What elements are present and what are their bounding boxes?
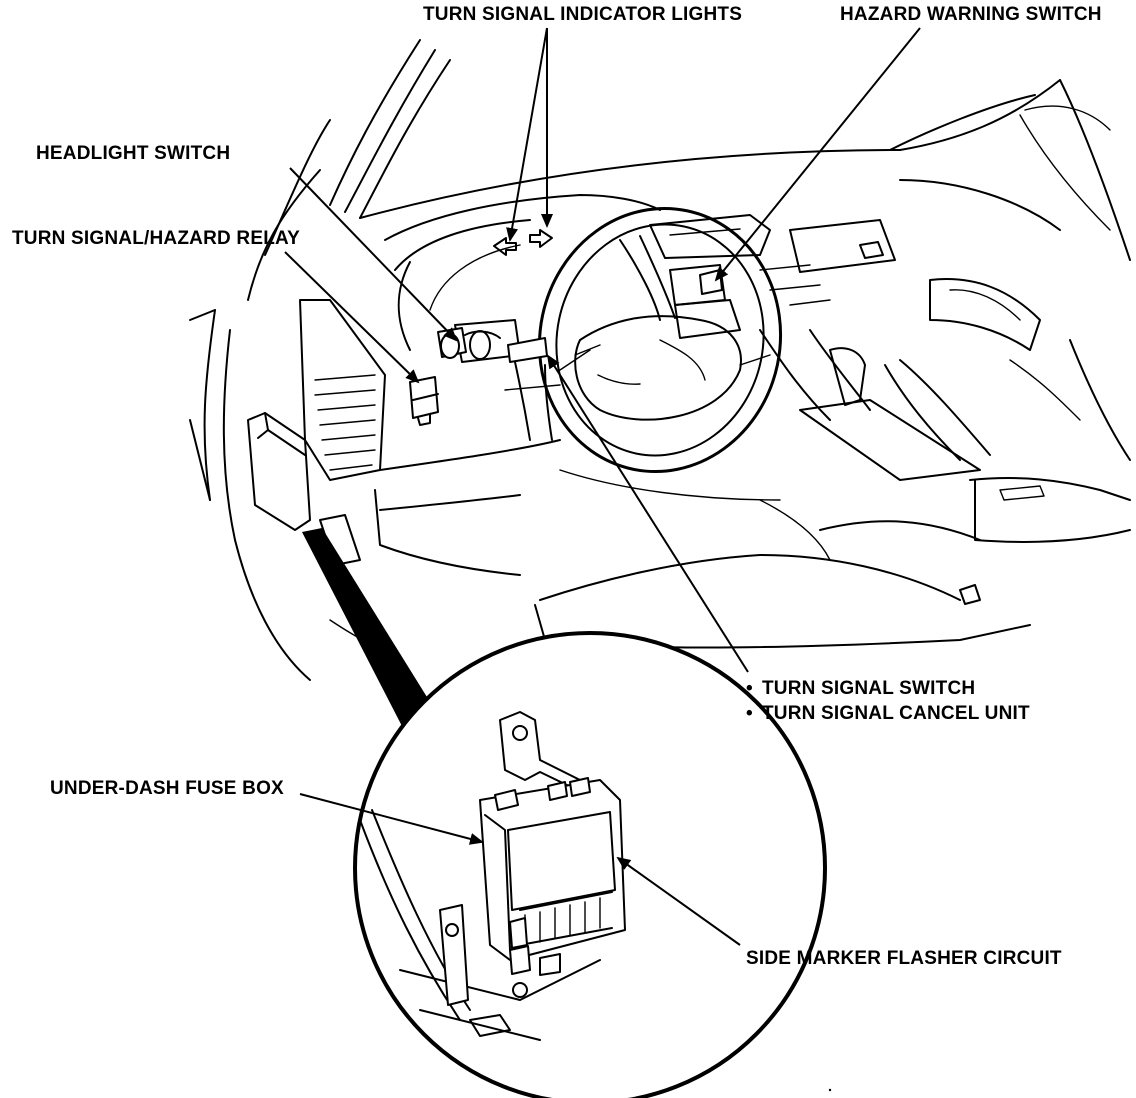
label-turn-signal-hazard-relay: TURN SIGNAL/HAZARD RELAY	[12, 228, 301, 249]
relay-part	[409, 376, 439, 426]
bullet-icon: •	[746, 703, 753, 724]
a-pillar	[247, 39, 451, 301]
label-under-dash-fuse-box: UNDER-DASH FUSE BOX	[50, 778, 284, 799]
leader-lines	[284, 27, 921, 946]
label-turn-signal-cancel-unit: • TURN SIGNAL CANCEL UNIT	[746, 703, 1030, 725]
bullet-icon: •	[746, 678, 753, 699]
steering-wheel	[537, 206, 783, 474]
instrument-hood	[384, 194, 661, 351]
dashboard-top	[359, 79, 1131, 261]
steering-column	[437, 319, 561, 441]
callout-wedge	[302, 528, 440, 732]
label-turn-signal-indicator-lights: TURN SIGNAL INDICATOR LIGHTS	[423, 4, 743, 25]
passenger-dash	[899, 179, 1131, 461]
label-turn-signal-switch: • TURN SIGNAL SWITCH	[746, 678, 975, 700]
fuse-box-in-car	[247, 412, 311, 531]
floor-area	[319, 439, 1031, 656]
label-text: TURN SIGNAL SWITCH	[762, 678, 976, 699]
indicator-arrows	[493, 229, 553, 256]
label-hazard-warning-switch: HAZARD WARNING SWITCH	[840, 4, 1102, 25]
detail-circle	[353, 631, 827, 1098]
label-headlight-switch: HEADLIGHT SWITCH	[36, 143, 231, 164]
label-text: TURN SIGNAL CANCEL UNIT	[762, 703, 1030, 724]
label-side-marker-flasher-circuit: SIDE MARKER FLASHER CIRCUIT	[746, 948, 1062, 969]
